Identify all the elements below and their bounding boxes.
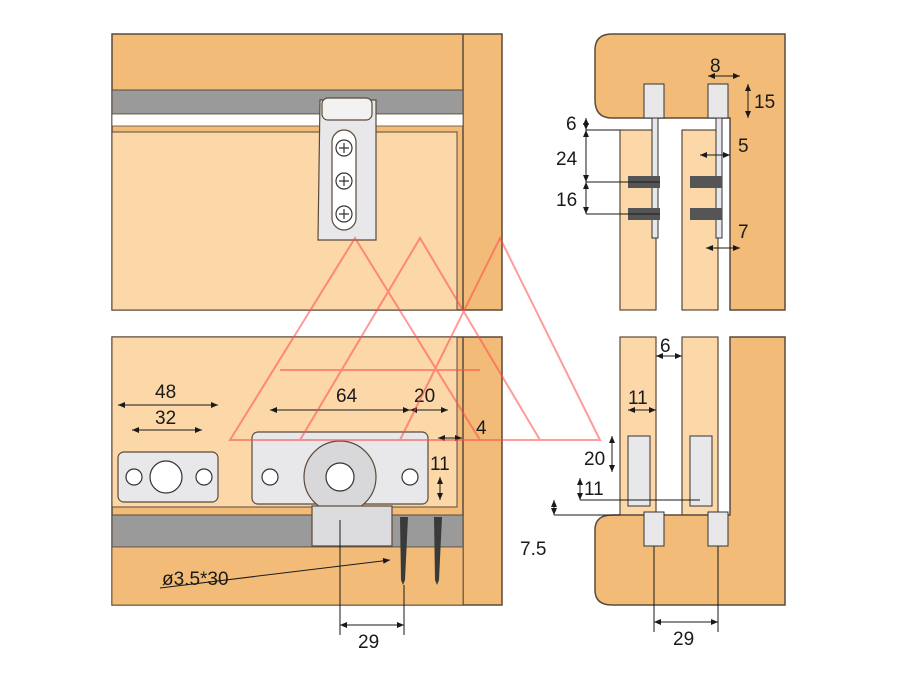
front-view-bottom: 48 32 64 20 4 11 ø3.5*30 29	[111, 336, 503, 653]
screw-label: ø3.5*30	[162, 569, 229, 590]
dim-4-label: 4	[476, 418, 487, 439]
hanger-bracket	[317, 97, 377, 241]
bottom-guides	[627, 435, 729, 547]
dim-29-label: 29	[358, 632, 379, 653]
dim-20-label: 20	[584, 449, 605, 470]
dim-6-label: 6	[566, 114, 577, 135]
dim-11-label: 11	[430, 454, 450, 475]
side-view-top: 8 15 6 24 5 16 7	[556, 33, 786, 311]
front-view-top	[111, 33, 503, 311]
dim-8-label: 8	[710, 56, 721, 77]
roller-bracket	[251, 431, 429, 547]
triangle-logo-icon	[228, 235, 602, 441]
dim-6-label: 6	[660, 336, 671, 357]
side-view-bottom: 6 11 20 11 7.5 29	[520, 336, 786, 650]
dim-24-label: 24	[556, 149, 578, 170]
dim-48-label: 48	[155, 382, 176, 403]
dim-16-label: 16	[556, 190, 577, 211]
guide-plate	[117, 451, 219, 503]
screw	[400, 517, 442, 585]
dim-11a-label: 11	[628, 388, 648, 409]
dim-64-label: 64	[336, 386, 358, 407]
dim-29-label: 29	[673, 629, 694, 650]
dim-7-5-label: 7.5	[520, 539, 546, 560]
dim-5-label: 5	[738, 136, 749, 157]
dim-7-label: 7	[738, 222, 749, 243]
dim-15-label: 15	[754, 92, 775, 113]
dim-32-label: 32	[155, 408, 176, 429]
dim-11b-label: 11	[584, 479, 604, 500]
